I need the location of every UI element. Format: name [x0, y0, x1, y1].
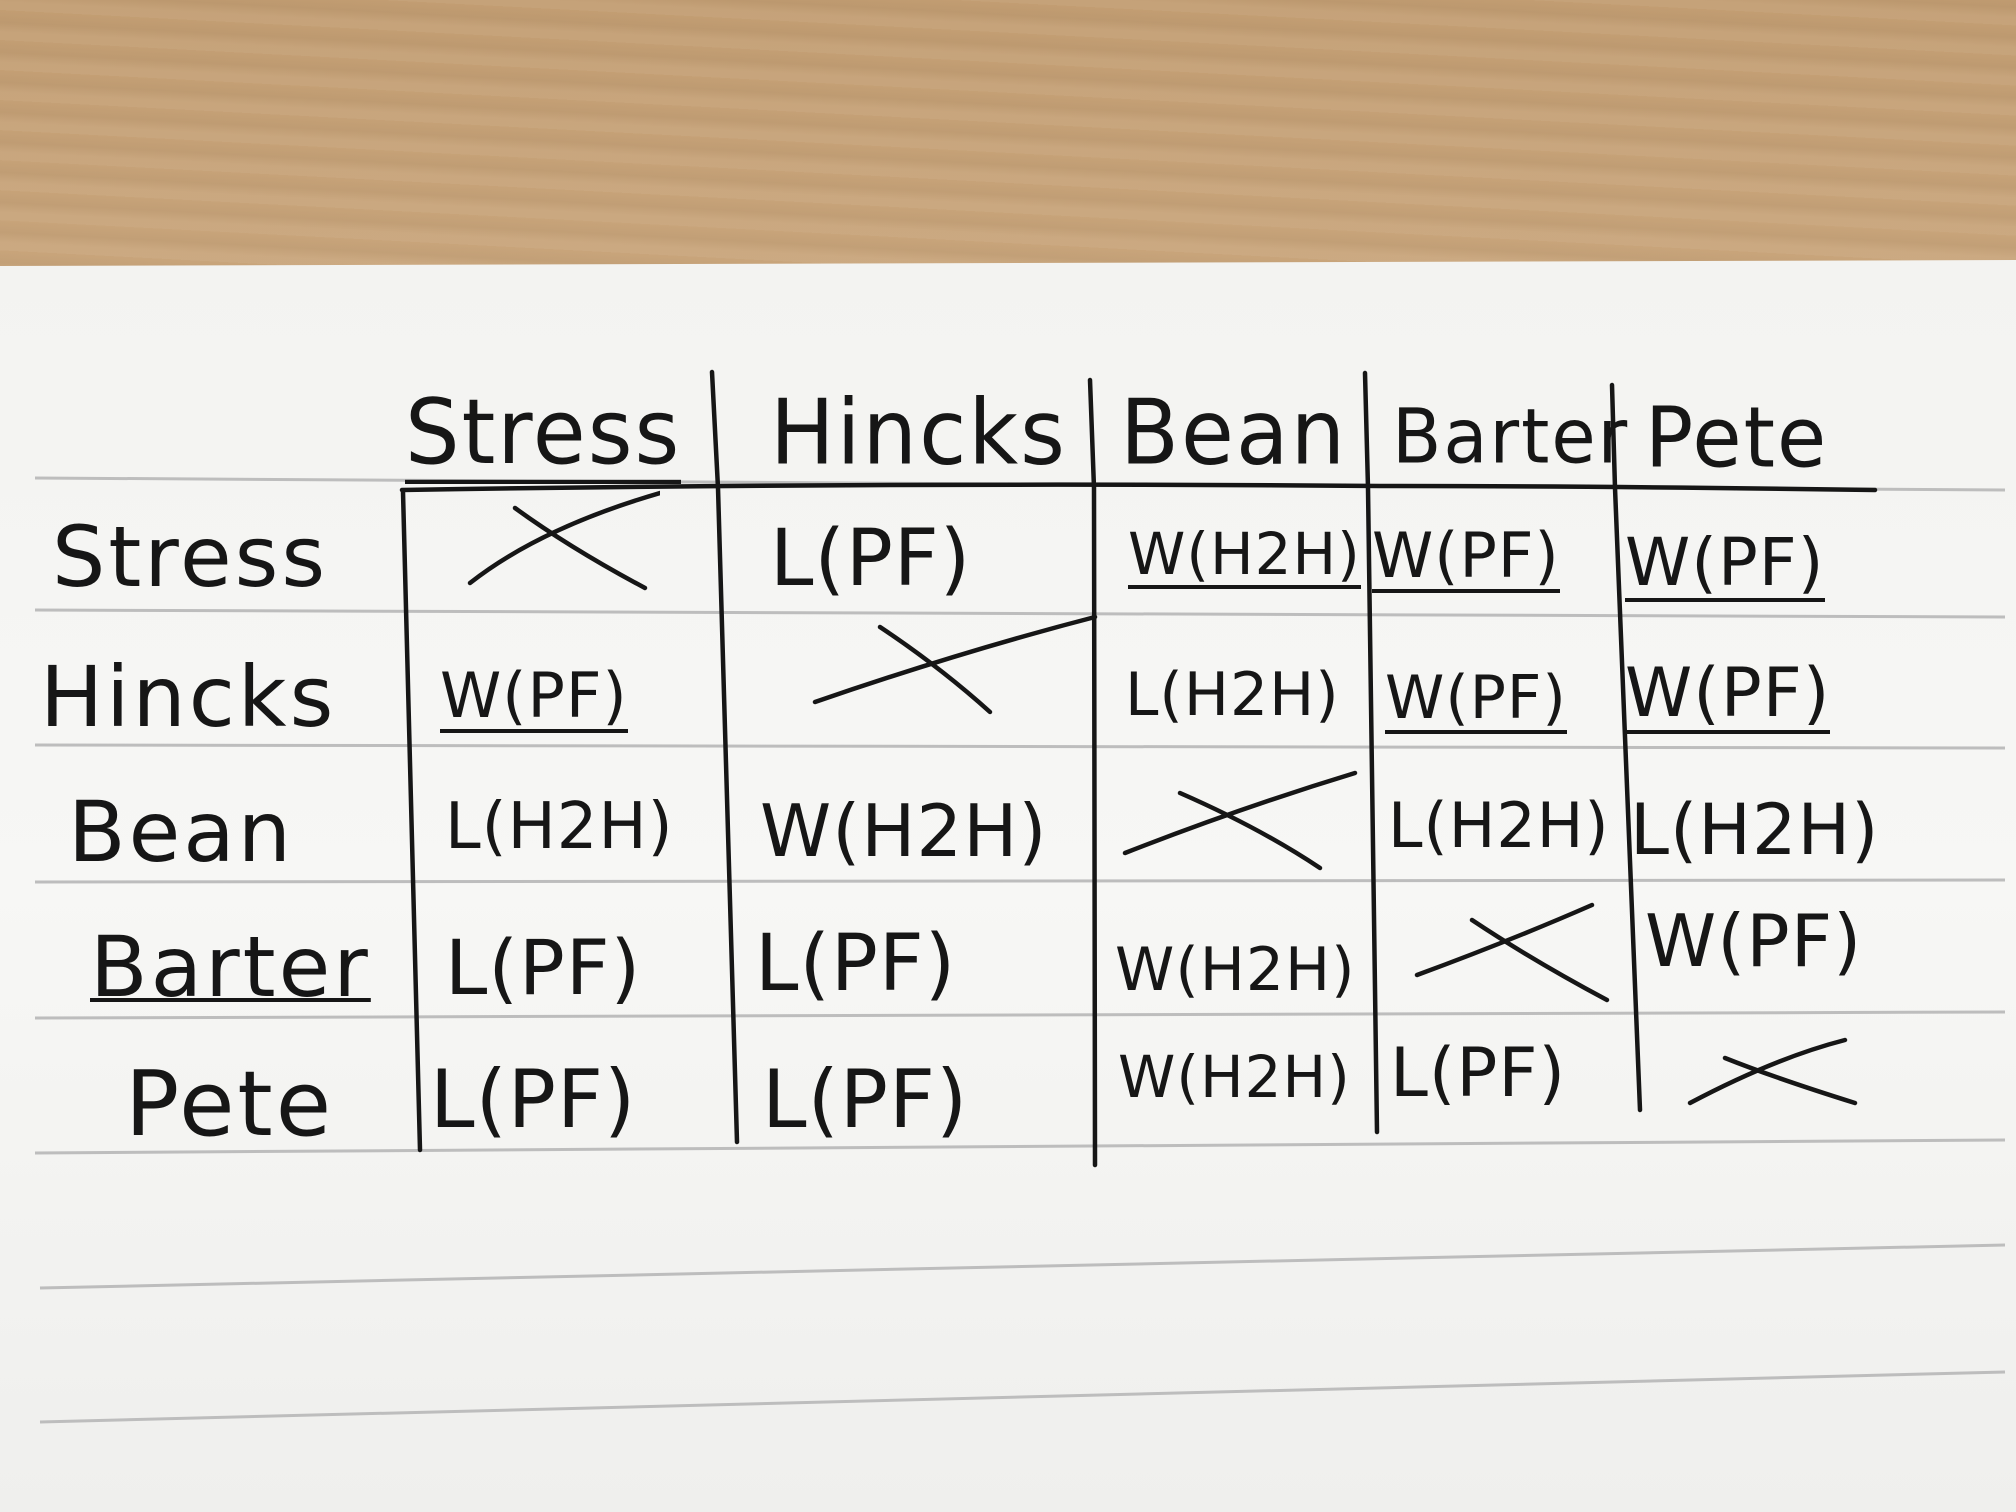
result-cell: W(PF) [1625, 654, 1831, 734]
result-cell: W(PF) [1372, 519, 1560, 593]
row-header-barter: Barter [90, 918, 371, 1016]
column-divider [1087, 377, 1098, 1168]
ruled-line [39, 1243, 2006, 1290]
row-header-pete: Pete [125, 1052, 335, 1157]
result-cell: W(H2H) [1118, 1043, 1351, 1111]
ruled-line [34, 743, 2006, 750]
column-header-stress: Stress [405, 380, 682, 486]
ruled-line [34, 1010, 2006, 1020]
column-header-barter: Barter [1392, 392, 1630, 481]
result-cell: W(PF) [1625, 524, 1825, 602]
diagonal-cross-mark [1122, 770, 1358, 871]
result-cell: W(H2H) [1128, 520, 1361, 589]
result-cell: W(PF) [440, 659, 628, 733]
column-divider [1609, 382, 1643, 1113]
result-cell: W(H2H) [760, 789, 1048, 873]
row-header-bean: Bean [68, 783, 295, 881]
column-divider [400, 489, 423, 1153]
column-header-hincks: Hincks [770, 380, 1067, 486]
ruled-line [39, 1370, 2006, 1424]
result-cell: W(H2H) [1115, 935, 1356, 1005]
diagonal-cross-mark [812, 614, 1098, 715]
notebook-paper [0, 260, 2016, 1512]
diagonal-cross-mark [1414, 902, 1610, 1003]
column-header-pete: Pete [1645, 388, 1829, 487]
row-header-stress: Stress [52, 508, 329, 606]
result-cell: L(PF) [770, 514, 972, 604]
row-header-hincks: Hincks [40, 648, 337, 746]
result-cell: L(PF) [1390, 1034, 1567, 1113]
column-header-bean: Bean [1120, 380, 1348, 486]
result-cell: W(PF) [1385, 663, 1567, 734]
ruled-line [34, 1138, 2006, 1155]
result-cell: L(H2H) [1388, 789, 1610, 862]
ruled-line [34, 608, 2006, 619]
result-cell: L(PF) [755, 919, 957, 1009]
ruled-line [34, 878, 2006, 884]
column-divider [1362, 370, 1380, 1135]
result-cell: L(PF) [445, 923, 642, 1012]
column-divider [709, 369, 740, 1145]
diagonal-cross-mark [467, 490, 660, 591]
result-cell: L(H2H) [1125, 660, 1340, 730]
result-cell: W(PF) [1645, 899, 1863, 983]
result-cell: L(PF) [762, 1053, 969, 1146]
result-cell: L(H2H) [445, 790, 674, 864]
result-cell: L(H2H) [1630, 789, 1880, 871]
diagonal-cross-mark [1687, 1037, 1858, 1106]
result-cell: L(PF) [430, 1053, 637, 1146]
header-underline [399, 482, 1878, 493]
